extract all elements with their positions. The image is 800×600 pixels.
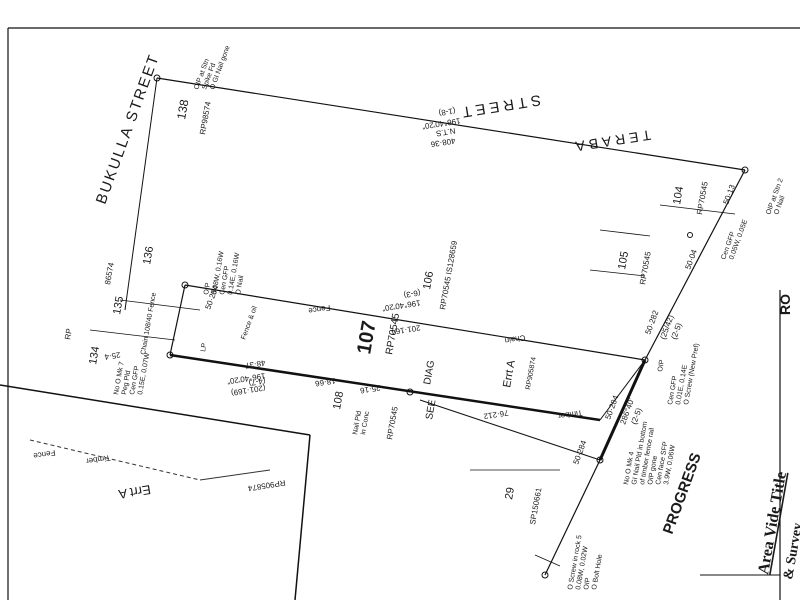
lot-106: 106 [421,270,436,290]
lot-134-plan: RP [63,328,74,341]
lot-104: 104 [671,185,686,205]
lot-29-plan: SP150661 [528,486,543,525]
dim-side6: 50·13 [721,183,737,206]
lot-138: 138 [174,98,191,120]
lot-105: 105 [616,250,631,270]
note-o-nail2: O Nail [235,275,245,296]
dim-seg3: 76·212 [483,408,510,421]
note-chain: Chain [504,333,526,345]
dim-lower-len: 48·37 [244,358,266,370]
lot-104-plan: RP70545 [695,180,710,215]
note-fence-corner: Fence & oil [240,305,259,341]
teraba-street-label: STREET [457,91,542,121]
teraba-label: TERABA [571,127,653,155]
lot-136: 136 [141,245,156,265]
dim-top-note: (1-8) [438,106,456,118]
lot-105-plan: RP70545 [638,250,653,285]
inset-timber: Timber [85,453,111,466]
road-label: RO [777,294,793,315]
lot-134: 134 [87,345,102,365]
note-in-conc: in Conc [360,410,371,435]
note-fence: Fence [307,303,331,315]
dim-mid-bearing: 196°40'20" [381,298,421,313]
note-chain-fence: Chain 108/40 Fence [140,292,158,355]
lot-number: 107 [353,319,380,356]
note-oip6: OIP [203,282,212,295]
dim-side4: 50·284 [571,439,588,466]
dim-seg2: 25·16 [359,383,381,395]
lot-106-plan: RP70545 IS128659 [438,239,459,310]
lot-29: 29 [503,486,517,500]
note-oip3: OIP [657,359,666,372]
note-bolt: O Bolt Hole [591,554,604,591]
lot-108: 108 [331,390,346,410]
lot-136-plan: 86574 [103,261,116,285]
inset-rp: RP905874 [247,478,286,493]
lot-see: SEE [424,399,438,421]
dim-side5: 50·04 [683,248,699,271]
dim-nts: N.T.S [435,126,456,138]
dim-lower-note: (4-7) [248,376,266,388]
note-nail-pld: Nail Pld [352,410,363,435]
dim-mid-note: (6-3) [403,288,421,300]
dim-side3: 50·282 [643,309,660,336]
lot-108-plan: RP70545 [385,405,400,440]
note-timber: Timber [557,408,583,421]
inset-errt: Errt A [117,482,152,502]
lot-135: 135 [111,295,126,315]
dim-seg1: 18·66 [314,376,336,388]
dim-top-len: 408·36 [430,136,457,149]
bukulla-street-label: BUKULLA STREET [93,51,163,206]
inset-fence: Fence [32,448,56,460]
note-errt: Errt A [501,359,518,389]
note-lp: LP [200,342,208,352]
dim-left-short: 25·4 [103,350,121,361]
lot-diag: DIAG [422,359,437,385]
lot-138-plan: RP98574 [198,100,213,135]
note-peg: Peg Pld [121,370,132,395]
note-rp-errt: RP905874 [525,356,538,390]
footer-survey: & Survey [781,522,800,581]
note-oip-b: OIP [583,577,592,590]
